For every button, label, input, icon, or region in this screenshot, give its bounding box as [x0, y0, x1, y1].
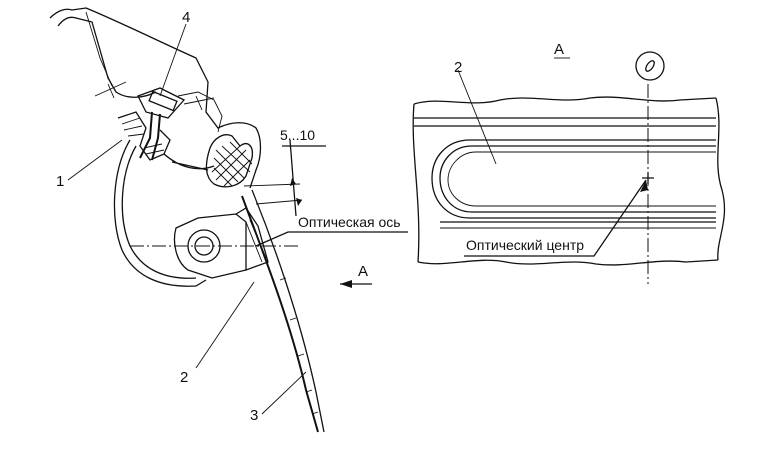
view-title: A	[554, 41, 564, 58]
body-inner-contour	[57, 16, 157, 98]
seal-profile	[205, 134, 254, 188]
view-arrow-letter: A	[358, 263, 368, 280]
surface-symbol-mark	[645, 60, 655, 72]
view-arrow-head	[340, 280, 352, 288]
body-outer-contour	[49, 7, 262, 189]
optical-axis-leader	[255, 231, 408, 247]
optical-center-mark	[642, 172, 654, 184]
optical-center-arrow	[640, 180, 648, 192]
body-lower-contour	[163, 153, 215, 171]
dimension-arrows	[290, 178, 302, 206]
optical-center-label: Оптический центр	[466, 237, 584, 253]
seal-hatching	[211, 141, 253, 187]
slot-outer	[431, 139, 716, 219]
leader-3	[261, 371, 307, 415]
callout-4: 4	[182, 9, 190, 26]
clamp-bracket	[137, 87, 186, 119]
reflector-inner	[121, 145, 197, 279]
view-a-detail	[412, 51, 726, 284]
optical-axis-label: Оптическая ось	[298, 214, 401, 230]
dimension-line	[282, 139, 326, 217]
section-hatching	[94, 81, 215, 111]
callout-3: 3	[250, 407, 258, 424]
pivot-bracket	[173, 213, 247, 279]
slot-middle	[439, 145, 716, 213]
diffuser-hatch	[279, 277, 319, 415]
bolt-hatching	[121, 117, 165, 155]
body-inner-contour-2	[85, 11, 223, 133]
leader-2-left	[195, 281, 255, 369]
dimension-label: 5...10	[280, 127, 315, 143]
leader-2-right	[457, 69, 497, 165]
callout-2-right: 2	[454, 59, 462, 76]
break-line-left	[412, 103, 420, 263]
break-line-bottom	[417, 259, 719, 266]
surface-symbol-circle	[635, 51, 665, 81]
adjust-bolt	[117, 111, 171, 161]
leader-1	[67, 139, 123, 181]
diffuser-outer	[241, 195, 319, 433]
optical-center-leader	[464, 179, 647, 257]
callout-1: 1	[56, 173, 64, 190]
bracket-hatch	[245, 219, 267, 263]
break-line-top	[413, 96, 717, 105]
break-line-right	[715, 97, 726, 261]
callout-2-left: 2	[180, 369, 188, 386]
diffuser-inner	[251, 189, 325, 433]
slot-inner	[447, 151, 716, 207]
reflector-outer	[113, 139, 207, 287]
bracket-web	[235, 207, 269, 271]
clamp-slot	[148, 90, 178, 112]
leader-4	[159, 23, 187, 97]
headlamp-section-view	[49, 7, 408, 433]
